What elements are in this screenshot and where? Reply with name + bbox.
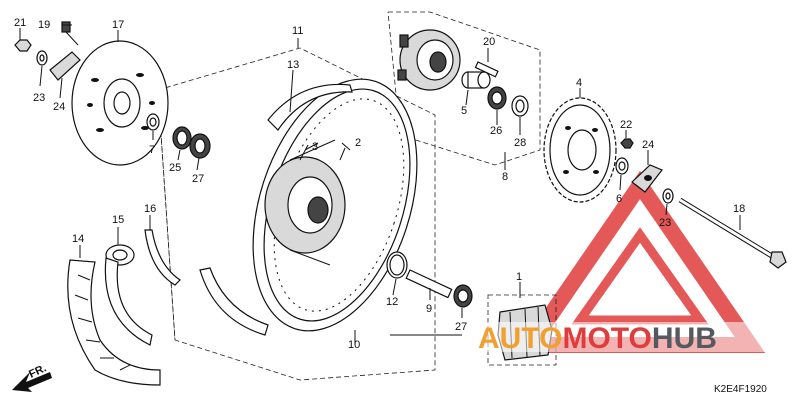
callout-20: 20	[483, 36, 495, 48]
seal-28	[511, 95, 529, 117]
nut-22	[620, 138, 634, 149]
watermark-middle: MOTO	[562, 322, 651, 355]
callout-18: 18	[733, 203, 745, 215]
callout-10: 10	[348, 339, 360, 351]
callout-6: 6	[616, 193, 622, 205]
rear-axle	[678, 197, 787, 269]
watermark-text: AUTOMOTOHUB	[478, 322, 790, 355]
callout-7: 7	[149, 144, 155, 156]
callout-14: 14	[72, 233, 84, 245]
bearing-27-right	[453, 284, 473, 308]
callout-26: 26	[490, 125, 502, 137]
callout-3: 3	[312, 141, 318, 153]
callout-8: 8	[502, 171, 508, 183]
adjuster-plate-24-right	[631, 164, 663, 193]
callout-19: 19	[38, 19, 50, 31]
spoke-set	[299, 144, 346, 161]
rim-strip	[144, 229, 181, 286]
watermark-text-line: AUTOMOTOHUB	[478, 322, 717, 355]
callout-labels: 19 17 21 23 24 7 25 27 11 13 3 2 20 5 26…	[14, 17, 745, 351]
washer-23-left	[36, 50, 48, 66]
seal-25	[172, 126, 192, 150]
brake-disc	[71, 40, 169, 166]
callout-13: 13	[287, 59, 299, 71]
callout-5: 5	[461, 105, 467, 117]
lock-plate-24-left	[49, 51, 81, 81]
watermark-suffix: HUB	[652, 322, 717, 355]
tire	[67, 259, 161, 386]
distance-collar-9	[405, 269, 453, 299]
final-driven-flange	[397, 29, 461, 91]
watermark-prefix: AUTO	[478, 322, 562, 355]
watermark-inner-triangle-icon	[571, 227, 709, 325]
callout-24-right: 24	[642, 139, 654, 151]
o-ring-12	[386, 251, 408, 279]
disc-bolt	[61, 21, 79, 46]
nut-21	[14, 39, 32, 52]
callout-15: 15	[112, 214, 124, 226]
diagram-code: K2E4F1920	[714, 384, 767, 395]
callout-27-left: 27	[192, 173, 204, 185]
sprocket	[543, 97, 617, 203]
callout-9: 9	[426, 303, 432, 315]
bearing-26	[487, 86, 507, 110]
callout-16: 16	[144, 203, 156, 215]
leader-lines	[19, 24, 741, 345]
callout-2: 2	[355, 137, 361, 149]
callout-23-left: 23	[33, 92, 45, 104]
bearing-27-left	[189, 133, 211, 159]
callout-28: 28	[514, 137, 526, 149]
washer-23-right	[662, 188, 674, 204]
callout-27-right: 27	[455, 321, 467, 333]
collar-5	[461, 71, 491, 89]
callout-23-right: 23	[659, 217, 671, 229]
callout-11: 11	[292, 25, 303, 37]
callout-22: 22	[620, 119, 632, 131]
callout-25: 25	[169, 162, 181, 174]
rim-band-lower	[199, 267, 269, 336]
callout-17: 17	[112, 19, 124, 31]
callout-4: 4	[576, 77, 582, 89]
wheel-hub	[264, 139, 346, 266]
callout-21: 21	[14, 17, 26, 29]
front-direction-arrow-icon	[12, 372, 52, 392]
callout-24-left: 24	[53, 101, 65, 113]
collar-7	[146, 113, 160, 131]
callout-1: 1	[516, 271, 522, 283]
collar-6	[615, 157, 629, 175]
tube	[104, 244, 153, 346]
callout-12: 12	[386, 296, 398, 308]
watermark-logo	[514, 170, 766, 353]
assembly-outline-hub	[387, 11, 541, 166]
